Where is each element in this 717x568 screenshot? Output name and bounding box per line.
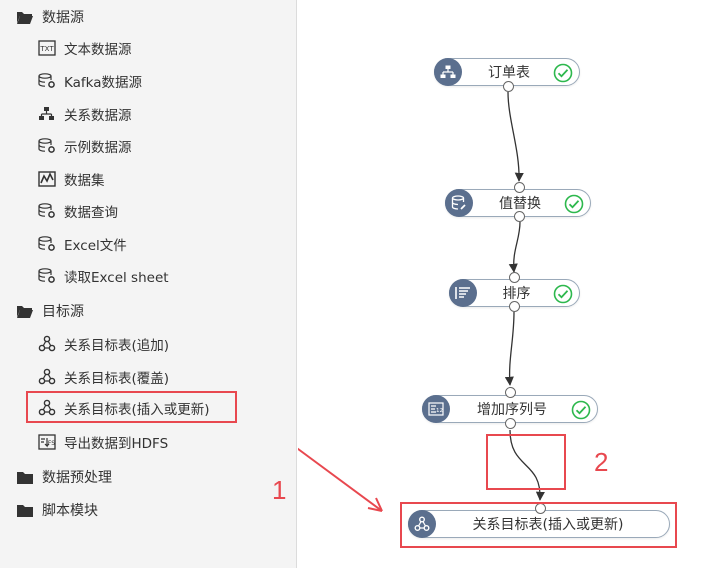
tree-item-label: 关系数据源 <box>64 108 132 124</box>
flow-node-label: 增加序列号 <box>477 402 547 418</box>
output-port[interactable] <box>503 81 514 92</box>
tree-item-label: 数据集 <box>64 173 105 189</box>
input-port[interactable] <box>509 272 520 283</box>
tree-folder-data-source[interactable]: 数据源 <box>16 5 84 29</box>
hierarchy-icon <box>38 105 56 123</box>
serial-number-icon: 12 <box>422 395 450 423</box>
success-check-icon <box>571 400 591 424</box>
database-gear-icon <box>38 235 56 253</box>
share-nodes-icon <box>38 399 56 417</box>
database-gear-icon <box>38 202 56 220</box>
tree-item-label: Kafka数据源 <box>64 75 142 91</box>
flow-node-label: 排序 <box>502 286 531 302</box>
tree-item-export-hdfs[interactable]: FS 导出数据到HDFS <box>38 430 168 454</box>
tree-item-target-upsert[interactable]: 关系目标表(插入或更新) <box>38 396 210 420</box>
tree-item-label: 关系目标表(插入或更新) <box>64 402 210 418</box>
tree-item-kafka-source[interactable]: Kafka数据源 <box>38 69 142 93</box>
sort-icon <box>449 279 477 307</box>
svg-text:FS: FS <box>48 440 55 447</box>
tree-folder-script-module[interactable]: 脚本模块 <box>16 498 98 522</box>
svg-text:12: 12 <box>436 408 443 414</box>
share-nodes-icon <box>38 335 56 353</box>
highlight-box-sidebar-item <box>26 391 237 423</box>
tree-item-label: 示例数据源 <box>64 140 132 156</box>
tree-item-label: Excel文件 <box>64 238 127 254</box>
connector-line <box>504 311 515 386</box>
highlight-box-target-node <box>400 502 677 548</box>
tree-item-target-append[interactable]: 关系目标表(追加) <box>38 332 169 356</box>
highlight-box-connector <box>486 434 566 490</box>
input-port[interactable] <box>514 182 525 193</box>
output-port[interactable] <box>509 301 520 312</box>
component-tree-panel: 数据源 TXT 文本数据源 Kafka数据源 关系数据源 示例数据源 数据集 <box>0 0 297 568</box>
output-port[interactable] <box>514 211 525 222</box>
annotation-label-2: 2 <box>594 447 609 477</box>
success-check-icon <box>564 194 584 218</box>
tree-item-label: 文本数据源 <box>64 42 132 58</box>
folder-icon <box>16 501 34 519</box>
folder-icon <box>16 468 34 486</box>
annotation-arrowhead <box>367 497 383 512</box>
database-gear-icon <box>38 267 56 285</box>
annotation-arrow <box>298 447 383 512</box>
folder-open-icon <box>16 8 34 26</box>
connector-line <box>508 221 521 273</box>
output-port[interactable] <box>505 418 516 429</box>
database-gear-icon <box>38 137 56 155</box>
dataset-icon <box>38 170 56 188</box>
share-nodes-icon <box>38 368 56 386</box>
tree-folder-label: 脚本模块 <box>42 503 98 519</box>
flow-node-label: 关系目标表(插入或更新) <box>472 517 624 533</box>
tree-item-label: 读取Excel sheet <box>64 270 169 286</box>
annotation-label-1: 1 <box>272 475 287 505</box>
flow-node-target-upsert[interactable]: 关系目标表(插入或更新) <box>408 510 670 538</box>
tree-item-target-overwrite[interactable]: 关系目标表(覆盖) <box>38 365 169 389</box>
tree-folder-label: 目标源 <box>42 304 84 320</box>
hdfs-export-icon: FS <box>38 433 56 451</box>
tree-item-label: 导出数据到HDFS <box>64 436 169 452</box>
database-edit-icon <box>445 189 473 217</box>
text-file-icon: TXT <box>38 39 56 57</box>
tree-item-label: 关系目标表(追加) <box>64 338 170 354</box>
tree-item-read-excel-sheet[interactable]: 读取Excel sheet <box>38 264 169 288</box>
svg-text:TXT: TXT <box>39 45 54 53</box>
tree-item-data-query[interactable]: 数据查询 <box>38 199 118 223</box>
folder-open-icon <box>16 302 34 320</box>
tree-folder-label: 数据源 <box>42 10 84 26</box>
flow-node-label: 值替换 <box>499 196 541 212</box>
tree-item-sample-source[interactable]: 示例数据源 <box>38 134 132 158</box>
database-gear-icon <box>38 72 56 90</box>
input-port[interactable] <box>505 387 516 398</box>
success-check-icon <box>553 63 573 87</box>
tree-item-label: 数据查询 <box>64 205 118 221</box>
tree-item-relational-source[interactable]: 关系数据源 <box>38 102 132 126</box>
tree-item-excel-file[interactable]: Excel文件 <box>38 232 127 256</box>
success-check-icon <box>553 284 573 308</box>
tree-folder-target-source[interactable]: 目标源 <box>16 299 84 323</box>
share-nodes-icon <box>408 510 436 538</box>
connector-line <box>507 91 524 182</box>
tree-item-label: 关系目标表(覆盖) <box>64 371 170 387</box>
hierarchy-icon <box>434 58 462 86</box>
tree-item-text-source[interactable]: TXT 文本数据源 <box>38 36 132 60</box>
flow-canvas[interactable]: 订单表 值替换 排序 12 增加序列号 <box>272 0 717 568</box>
tree-folder-preprocessing[interactable]: 数据预处理 <box>16 465 112 489</box>
tree-item-dataset[interactable]: 数据集 <box>38 167 105 191</box>
flow-node-label: 订单表 <box>488 65 530 81</box>
tree-folder-label: 数据预处理 <box>42 470 112 486</box>
